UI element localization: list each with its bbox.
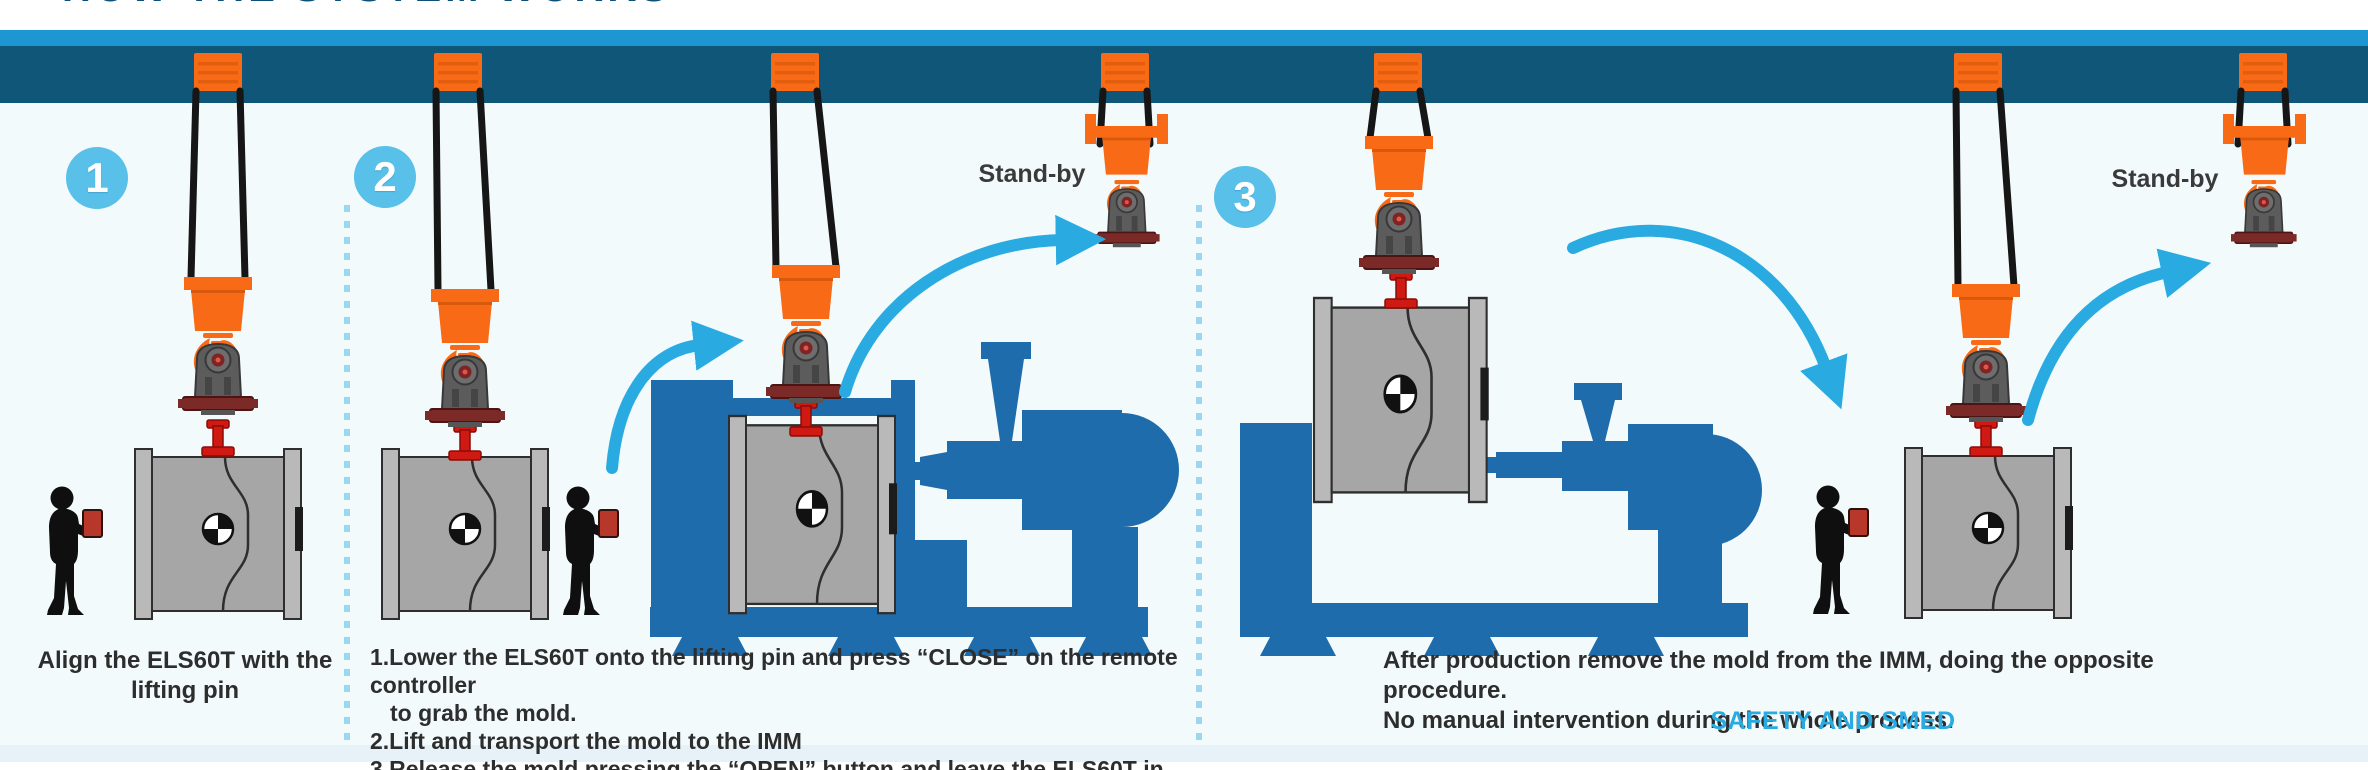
mold-step2-in-imm — [727, 414, 899, 615]
standby-label-step3: Stand-by — [2111, 165, 2219, 193]
mold-step1 — [133, 447, 305, 621]
scene-background — [0, 103, 2368, 745]
step-2-caption-line1: 1.Lower the ELS60T onto the lifting pin … — [370, 644, 1178, 698]
page-title-text: HOW THE SYSTEM WORKS — [62, 0, 962, 11]
mold-step2-ground — [380, 447, 552, 621]
step-3-caption: After production remove the mold from th… — [1383, 646, 2283, 736]
arrow-remove-from-imm — [1567, 224, 1848, 410]
imm-machine-step3 — [1240, 383, 1762, 656]
step-2-caption-line3: 2.Lift and transport the mold to the IMM — [370, 728, 802, 754]
arrow-transport-to-imm — [606, 320, 744, 474]
step-3-caption-line1: After production remove the mold from th… — [1383, 647, 2154, 704]
process-arrows — [606, 214, 2212, 474]
step-3-caption-line2: No manual intervention during the whole … — [1383, 707, 1954, 734]
footer-strip — [0, 745, 2368, 762]
step-3-number: 3 — [1233, 173, 1257, 220]
step-2-caption-line2: to grab the mold. — [390, 700, 577, 726]
hoist-blocks — [184, 114, 2306, 343]
step-2-caption: 1.Lower the ELS60T onto the lifting pin … — [370, 643, 1200, 770]
crane-rail-light — [0, 30, 2368, 46]
lifting-straps — [187, 87, 2292, 294]
step-1-number: 1 — [85, 154, 109, 201]
step-1-badge: 1 — [66, 147, 128, 209]
arrow-leave-standby-step2 — [839, 214, 1107, 398]
step-1-caption-line2: lifting pin — [131, 677, 239, 704]
mold-step3-raised — [1312, 296, 1491, 504]
page-title: HOW THE SYSTEM WORKS — [62, 0, 962, 13]
step-1-caption: Align the ELS60T with the lifting pin — [35, 646, 335, 706]
crane-rail-dark — [0, 46, 2368, 103]
step-3-badge: 3 — [1214, 166, 1276, 228]
mold-step3-ground — [1903, 446, 2075, 620]
arrow-leave-standby-step3 — [2022, 248, 2212, 426]
imm-machine-step2 — [650, 342, 1179, 656]
step-2-caption-line4: 3.Release the mold pressing the “OPEN” b… — [370, 756, 1164, 770]
standby-label-step2: Stand-by — [978, 160, 1086, 188]
step-2-badge: 2 — [354, 146, 416, 208]
safety-smed-label: SAFETY AND SMED — [1710, 707, 1956, 735]
step-1-caption-line1: Align the ELS60T with the — [37, 647, 333, 674]
step-2-number: 2 — [373, 153, 397, 200]
